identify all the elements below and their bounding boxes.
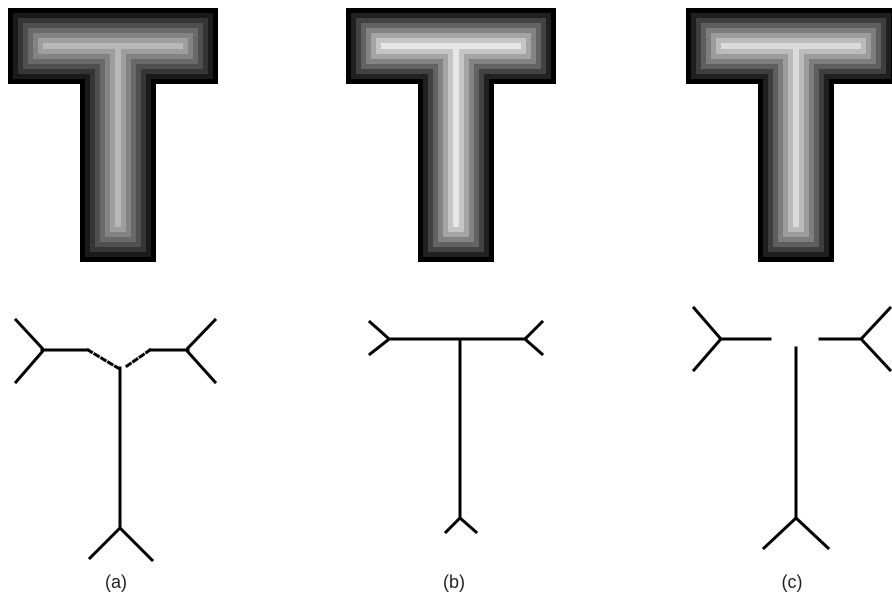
stem-fork-left: [443, 515, 463, 535]
branch-left-lower: [13, 349, 45, 385]
branch-left-upper: [13, 317, 45, 351]
distance-transform-t-a: [8, 8, 218, 262]
branch-right-lower: [859, 337, 892, 373]
branch-left-lower: [367, 337, 391, 357]
t-level-6: [716, 38, 866, 232]
stem-fork-left: [87, 525, 123, 561]
distance-transform-t-c: [686, 8, 892, 262]
branch-left-dotted: [85, 347, 121, 371]
branch-left-lower: [691, 337, 723, 373]
skeleton-c: [691, 305, 892, 551]
panel-c: [686, 8, 892, 551]
stem-fork-right: [117, 525, 155, 563]
skeleton-a: [13, 317, 218, 563]
branch-right-lower: [185, 349, 218, 385]
caption-a: (a): [105, 572, 127, 592]
stem-fork-right: [457, 515, 479, 535]
branch-right-upper: [859, 305, 892, 341]
stem-fork-left: [761, 515, 799, 551]
t-level-6: [376, 38, 526, 232]
branch-right-upper: [523, 319, 545, 341]
panel-a: [8, 8, 218, 563]
branch-right-lower: [523, 337, 545, 357]
t-level-6: [38, 38, 188, 232]
distance-transform-t-b: [346, 8, 556, 262]
caption-b: (b): [443, 572, 465, 592]
panel-b: [346, 8, 556, 535]
branch-left-upper: [691, 305, 723, 341]
stem-fork-right: [793, 515, 831, 551]
caption-c: (c): [781, 572, 803, 592]
branch-left-upper: [367, 319, 391, 341]
skeleton-b: [367, 319, 545, 535]
branch-right-dotted: [121, 347, 153, 371]
branch-right-upper: [185, 317, 218, 351]
